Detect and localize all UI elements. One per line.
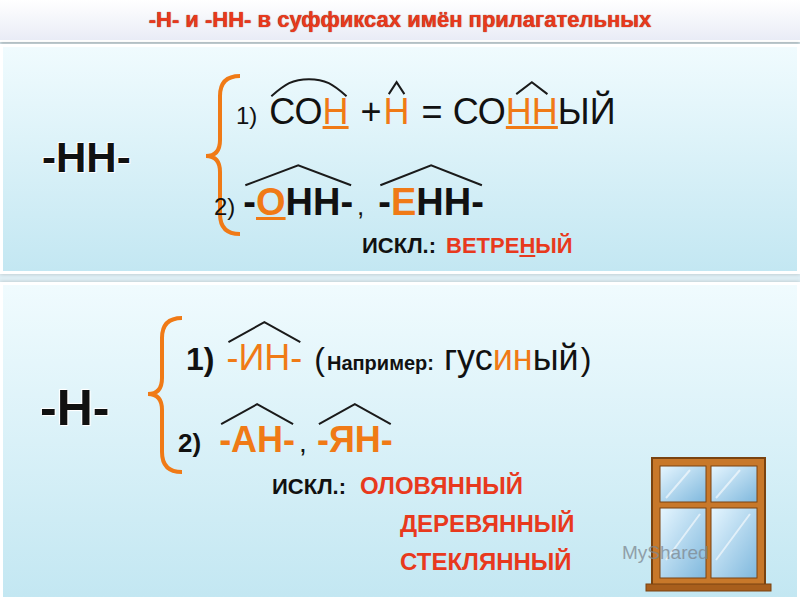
- window-sill: [646, 584, 771, 591]
- rule-text: ИСКЛ.:: [362, 235, 436, 257]
- text-line: ДЕРЕВЯННЫЙ: [400, 512, 575, 536]
- morpheme-mark: [380, 165, 482, 185]
- rule-text: 2): [214, 195, 235, 219]
- morpheme-mark: [228, 322, 300, 342]
- text-line: -НН-: [42, 137, 131, 179]
- slide-title: -Н- и -НН- в суффиксах имён прилагательн…: [149, 7, 652, 33]
- rule-text: СТЕКЛЯННЫЙ: [400, 550, 572, 574]
- rule-text: 1): [236, 104, 257, 128]
- rule-panel: -НН-1)СОН+Н=СОННЫЙ2)-ОНН-,-ЕНН-ИСКЛ.:ВЕТ…: [0, 44, 800, 274]
- curly-brace: [206, 76, 240, 234]
- rule-text: ): [581, 343, 592, 375]
- rule-text: СО: [453, 94, 506, 130]
- rule-text: 2): [178, 430, 201, 456]
- rule-text: Н: [519, 235, 535, 257]
- rule-text: ,: [299, 429, 307, 457]
- morpheme-mark: [271, 79, 346, 96]
- window-picture: [646, 458, 771, 591]
- rule-text: СО: [269, 94, 322, 130]
- curly-brace: [148, 318, 182, 472]
- rule-text: ЫЙ: [558, 94, 616, 130]
- text-line: 2) -АН-, -ЯН-: [178, 422, 393, 458]
- rule-text: (: [314, 343, 325, 375]
- rule-text: Е: [391, 183, 416, 221]
- rule-text: -: [243, 183, 256, 221]
- title-bar: -Н- и -НН- в суффиксах имён прилагательн…: [0, 0, 800, 42]
- rule-text: НН-: [416, 183, 484, 221]
- morpheme-mark: [245, 165, 351, 185]
- rule-text: ДЕРЕВЯННЫЙ: [400, 512, 575, 536]
- rule-text: ВЕТРЕ: [446, 235, 519, 257]
- morpheme-mark: [319, 404, 391, 424]
- text-line: 2)-ОНН-,-ЕНН-: [214, 183, 484, 221]
- text-line: -Н-: [40, 383, 109, 433]
- window-pane: [711, 508, 757, 578]
- rule-text: ОЛОВЯННЫЙ: [360, 474, 523, 498]
- text-line: СТЕКЛЯННЫЙ: [400, 550, 572, 574]
- rule-text: НН-: [286, 183, 354, 221]
- rule-text: НН: [506, 94, 558, 130]
- morpheme-mark: [516, 82, 547, 94]
- rule-text: Например:: [327, 353, 434, 373]
- rule-text: О: [256, 183, 286, 221]
- rule-text: -ИН-: [226, 340, 302, 376]
- rule-text: ый: [533, 340, 579, 376]
- rule-text: -ЯН-: [317, 422, 393, 458]
- text-line: 1)СОН+Н=СОННЫЙ: [236, 94, 616, 130]
- rule-text: =: [422, 94, 443, 130]
- rule-text: ЫЙ: [535, 235, 572, 257]
- text-line: ИСКЛ.: ОЛОВЯННЫЙ: [272, 474, 523, 498]
- text-line: ИСКЛ.: ВЕТРЕНЫЙ: [362, 235, 573, 257]
- rule-text: Н: [323, 94, 349, 130]
- morpheme-mark: [221, 404, 293, 424]
- watermark: MyShared: [622, 542, 709, 564]
- rule-text: -АН-: [219, 422, 295, 458]
- text-line: 1) -ИН- (Например: гусиный): [186, 340, 591, 376]
- rule-text: ин: [493, 340, 533, 376]
- rule-text: ,: [357, 193, 364, 219]
- rule-text: +: [361, 94, 382, 130]
- rule-text: -: [378, 183, 391, 221]
- window-frame: [652, 458, 765, 586]
- rule-text: Н: [384, 94, 410, 130]
- rule-heading: -НН-: [42, 137, 131, 179]
- rule-text: гус: [444, 340, 493, 376]
- rule-text: 1): [186, 343, 214, 375]
- rule-heading: -Н-: [40, 383, 109, 433]
- morpheme-mark: [389, 82, 405, 94]
- rule-text: ИСКЛ.:: [272, 476, 346, 498]
